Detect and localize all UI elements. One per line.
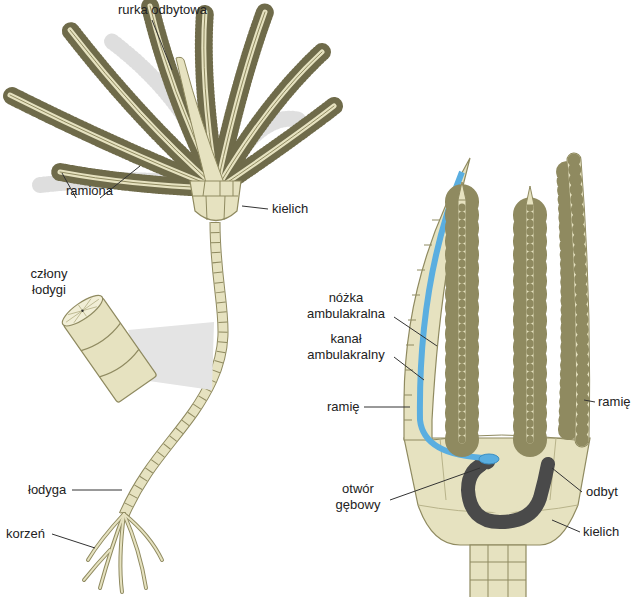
- part-label: kielich: [583, 524, 619, 540]
- part-label: ramię: [598, 394, 631, 410]
- part-label: ramię: [327, 399, 360, 415]
- part-label: rurka odbytowa: [118, 2, 207, 18]
- part-label: łodyga: [28, 482, 66, 498]
- part-label: kielich: [272, 201, 308, 217]
- part-label: odbyt: [586, 484, 618, 500]
- part-label: otwór gębowy: [328, 481, 388, 513]
- part-label: człony łodygi: [20, 266, 78, 298]
- part-label: korzeń: [6, 526, 45, 542]
- part-label: ramiona: [66, 183, 113, 199]
- part-label: nóżka ambulakralna: [300, 290, 392, 322]
- part-label: kanał ambulakralny: [300, 331, 392, 363]
